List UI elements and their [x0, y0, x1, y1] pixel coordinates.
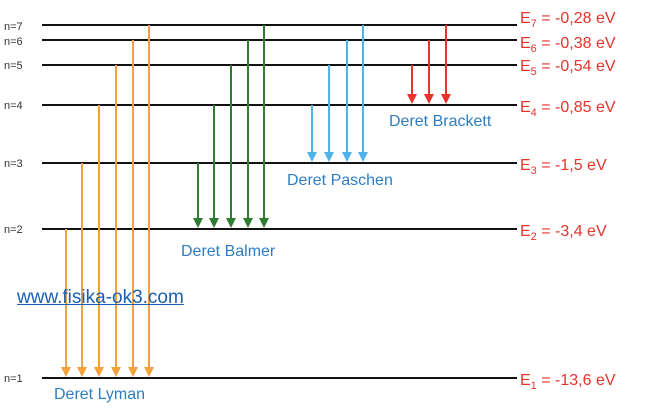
series-label-paschen: Deret Paschen [287, 172, 393, 189]
energy-label-e3: E3 = -1,5 eV [520, 157, 607, 177]
transition-arrow-lyman-n5-to-n1 [111, 65, 121, 377]
transition-arrow-lyman-n6-to-n1 [128, 40, 138, 377]
level-label-n2: n=2 [4, 224, 23, 236]
level-label-n6: n=6 [4, 36, 23, 48]
series-label-balmer: Deret Balmer [181, 243, 276, 260]
energy-label-e1: E1 = -13,6 eV [520, 372, 616, 392]
transition-arrow-brackett-n7-to-n4 [441, 25, 451, 104]
transition-arrow-brackett-n6-to-n4 [424, 40, 434, 104]
energy-label-e4: E4 = -0,85 eV [520, 99, 616, 119]
transition-arrow-lyman-n4-to-n1 [94, 105, 104, 377]
level-label-n5: n=5 [4, 60, 23, 72]
transition-arrow-paschen-n6-to-n3 [342, 40, 352, 162]
energy-label-e2: E2 = -3,4 eV [520, 223, 607, 243]
series-label-lyman: Deret Lyman [54, 386, 145, 403]
transition-arrow-balmer-n7-to-n2 [259, 25, 269, 228]
energy-label-e7: E7 = -0,28 eV [520, 10, 616, 30]
transition-arrow-lyman-n3-to-n1 [77, 163, 87, 377]
level-label-n4: n=4 [4, 100, 23, 112]
website-link[interactable]: www.fisika-ok3.com [17, 287, 184, 308]
transition-arrow-lyman-n7-to-n1 [144, 25, 154, 377]
energy-label-e5: E5 = -0,54 eV [520, 58, 616, 78]
transition-arrow-paschen-n7-to-n3 [358, 25, 368, 162]
transition-arrow-balmer-n6-to-n2 [243, 40, 253, 228]
transition-arrow-paschen-n5-to-n3 [324, 65, 334, 162]
transition-arrow-balmer-n3-to-n2 [193, 163, 203, 228]
level-label-n1: n=1 [4, 373, 23, 385]
energy-label-e6: E6 = -0,38 eV [520, 35, 616, 55]
transition-arrow-balmer-n4-to-n2 [209, 105, 219, 228]
level-label-n3: n=3 [4, 158, 23, 170]
transition-arrow-paschen-n4-to-n3 [307, 105, 317, 162]
transition-arrow-lyman-n2-to-n1 [61, 229, 71, 377]
series-label-brackett: Deret Brackett [389, 113, 492, 130]
transition-arrow-balmer-n5-to-n2 [226, 65, 236, 228]
level-label-n7: n=7 [4, 21, 23, 33]
transition-arrow-brackett-n5-to-n4 [407, 65, 417, 104]
